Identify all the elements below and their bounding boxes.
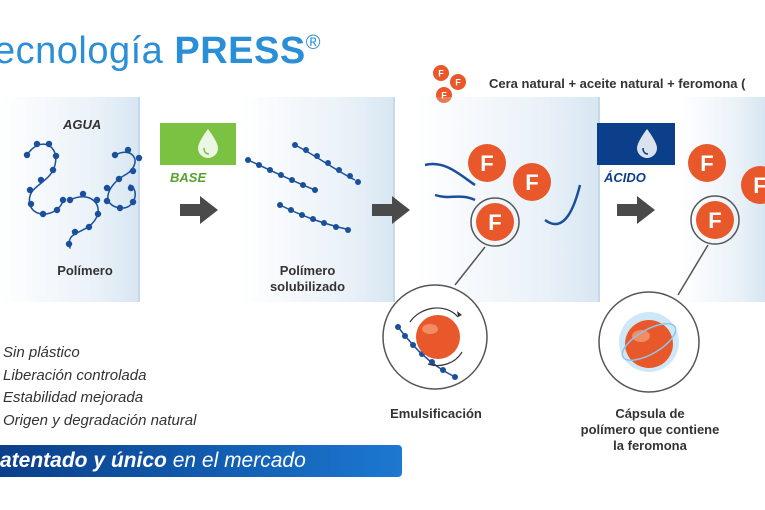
svg-text:F: F (488, 210, 501, 235)
polymer-coil-graphic (23, 140, 143, 249)
polimero-solubilizado-label: Polímero solubilizado (255, 263, 360, 295)
emulsion-zoom-graphic (382, 284, 488, 390)
svg-text:F: F (455, 78, 461, 88)
arrow-right-icon (180, 196, 218, 224)
emulsion-graphic: F F F (424, 144, 582, 286)
panel-emulsion (415, 97, 600, 302)
svg-text:F: F (525, 170, 538, 195)
svg-text:F: F (708, 208, 721, 233)
registered-mark: ® (305, 32, 321, 54)
feature-item: Liberación controlada (3, 366, 147, 384)
svg-text:F: F (438, 69, 444, 79)
polymer-solubilized-graphic (245, 142, 361, 233)
agua-label: AGUA (63, 117, 102, 132)
base-tag-label: BASE (170, 170, 207, 185)
capsule-graphic: F F F (677, 144, 765, 296)
polimero-label: Polímero (57, 263, 113, 278)
banner-bold-text: atentado y único (0, 449, 167, 472)
emulsificacion-label: Emulsificación (390, 406, 482, 421)
polimero-solubilizado-line2: solubilizado (269, 279, 346, 294)
feature-item: Sin plástico (3, 344, 80, 361)
polimero-solubilizado-line1: Polímero (279, 263, 336, 278)
page-title: ecnología PRESS® (0, 30, 321, 73)
arrow-right-icon-3 (617, 196, 655, 224)
water-drop-icon-2 (637, 129, 657, 158)
water-drop-icon (198, 129, 218, 158)
svg-text:F: F (753, 173, 765, 198)
feature-item: Estabilidad mejorada (3, 389, 144, 406)
arrow-right-icon-2 (372, 196, 410, 224)
svg-text:F: F (700, 151, 713, 176)
capsule-zoom-graphic (598, 291, 700, 393)
feature-item: Origen y degradación natural (3, 411, 197, 429)
base-tag-box (160, 123, 236, 165)
capsula-line3: la feromona (613, 438, 687, 453)
title-bold: PRESS (174, 30, 306, 72)
capsula-label: Cápsula de polímero que contiene la fero… (575, 406, 725, 454)
acido-tag-label: ÁCIDO (604, 170, 646, 185)
capsula-line2: polímero que contiene (580, 422, 720, 437)
features-list: Sin plástico Liberación controlada Estab… (3, 342, 196, 432)
patent-banner: atentado y único en el mercado (0, 445, 402, 477)
banner-rest-text: en el mercado (166, 449, 306, 472)
title-light: ecnología (0, 30, 175, 72)
capsula-line1: Cápsula de (615, 406, 685, 421)
svg-text:F: F (441, 91, 447, 101)
acido-tag-box (597, 123, 675, 165)
svg-text:F: F (480, 151, 493, 176)
legend-text: Cera natural + aceite natural + feromona… (489, 76, 746, 91)
